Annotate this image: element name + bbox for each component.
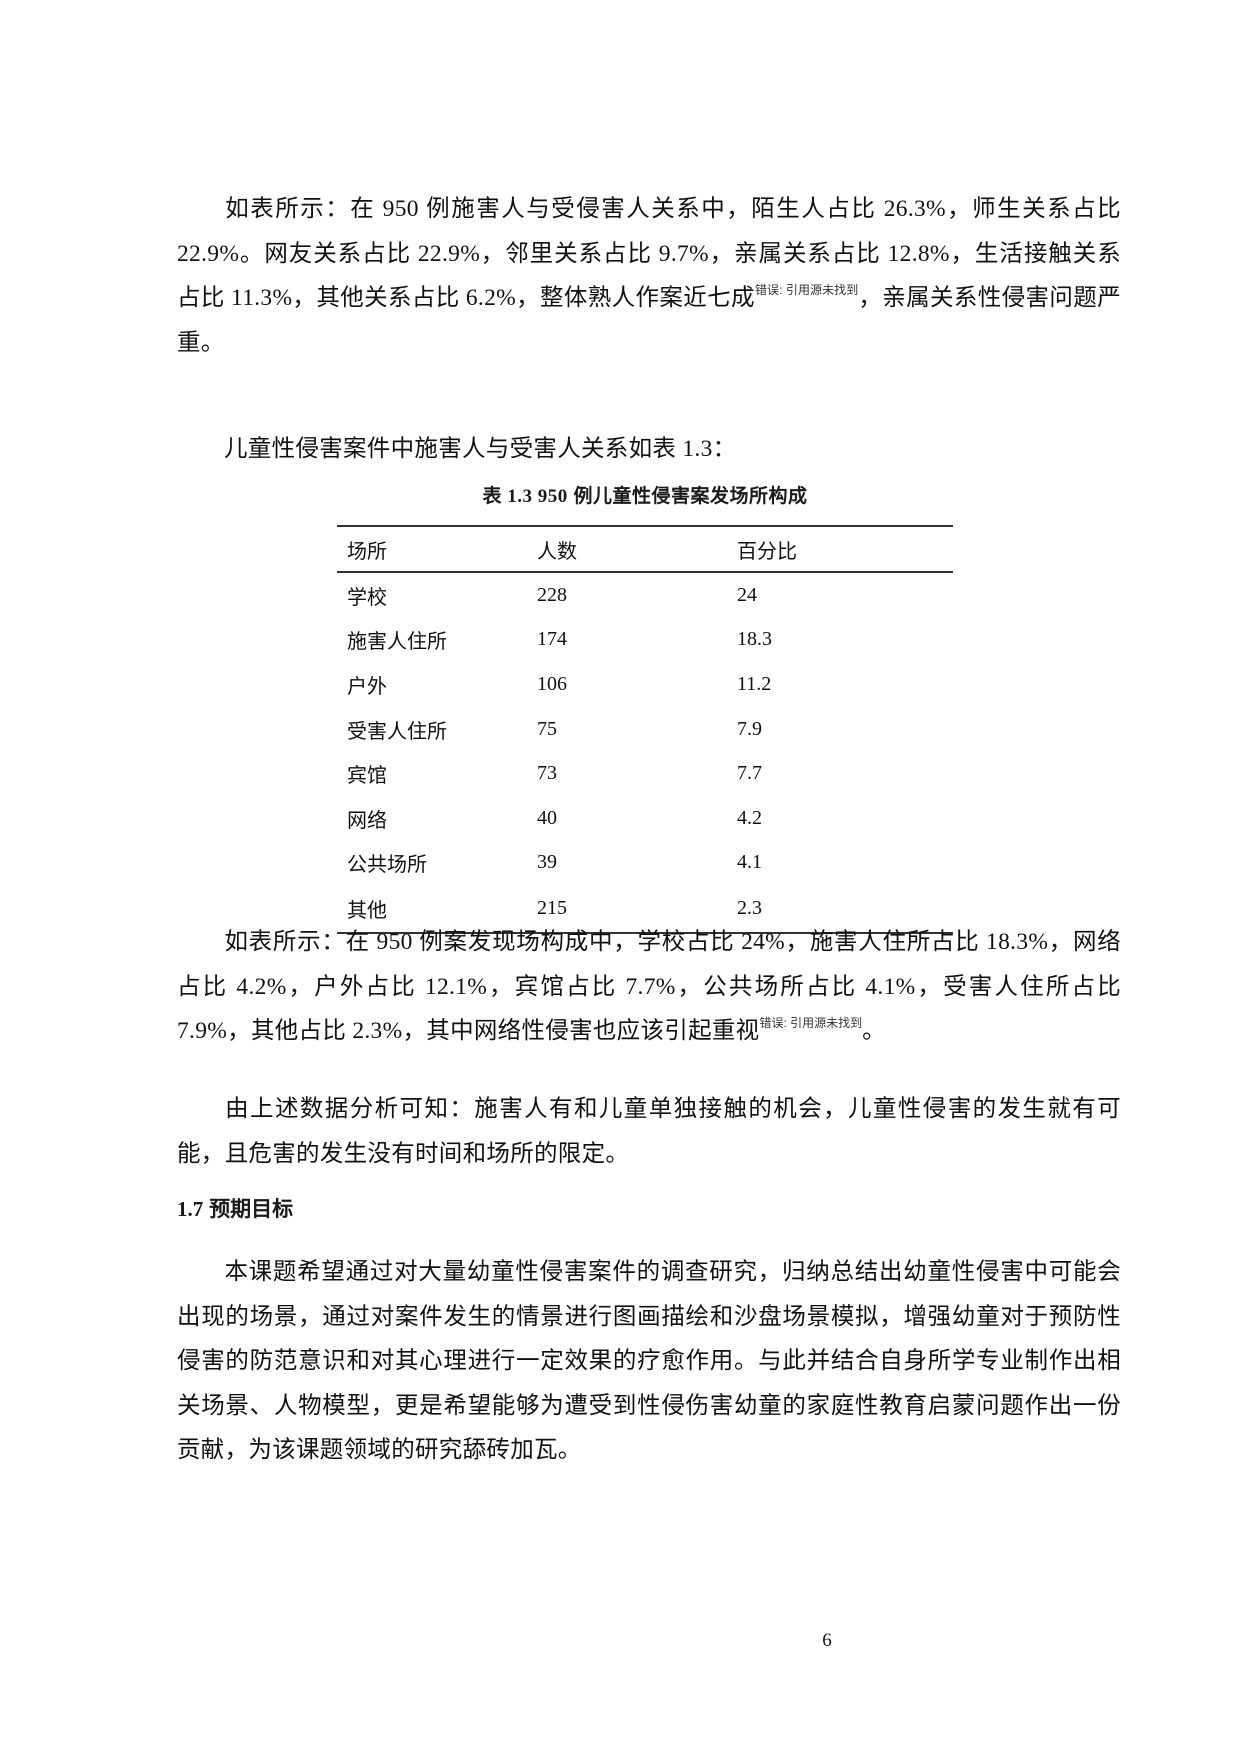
- header-percent: 百分比: [737, 525, 953, 573]
- cell-count: 215: [537, 885, 737, 935]
- paragraph-tail: ，亲属关系性侵害问题严重。: [177, 285, 1121, 356]
- page-number: 6: [822, 1630, 832, 1651]
- cell-percent: 7.9: [737, 717, 762, 740]
- cell-location: 宾馆: [347, 765, 387, 788]
- cell-percent: 4.2: [737, 806, 762, 829]
- paragraph-expected-goals: 本课题希望通过对大量幼童性侵害案件的调查研究，归纳总结出幼童性侵害中可能会出现的…: [177, 1250, 1121, 1473]
- paragraph-text: 如表所示：在 950 例案发现场构成中，学校占比 24%，施害人住所占比 18.…: [177, 929, 1121, 1044]
- paragraph-location-analysis: 如表所示：在 950 例案发现场构成中，学校占比 24%，施害人住所占比 18.…: [177, 920, 1121, 1054]
- cell-location: 受害人住所: [347, 720, 447, 743]
- cell-count: 75: [537, 717, 557, 740]
- cell-count: 40: [537, 806, 557, 829]
- cell-count: 174: [537, 628, 567, 651]
- paragraph-text: 如表所示：在 950 例施害人与受侵害人关系中，陌生人占比 26.3%，师生关系…: [177, 196, 1121, 311]
- cell-location: 公共场所: [347, 854, 427, 877]
- caption-prefix: 表 1.3 950: [482, 486, 568, 507]
- paragraph-text: 本课题希望通过对大量幼童性侵害案件的调查研究，归纳总结出幼童性侵害中可能会出现的…: [177, 1259, 1121, 1463]
- cell-location: 其他: [337, 885, 537, 935]
- table-row: 宾馆 73 7.7: [337, 751, 953, 796]
- header-location: 场所: [337, 525, 537, 573]
- cell-percent: 4.1: [737, 851, 762, 874]
- cell-count: 228: [537, 583, 567, 606]
- table-row: 公共场所 39 4.1: [337, 841, 953, 886]
- cell-percent: 7.7: [737, 762, 762, 785]
- table-row: 施害人住所 174 18.3: [337, 618, 953, 663]
- table-caption: 表 1.3 950 例儿童性侵害案发场所构成: [337, 482, 953, 512]
- cell-location: 施害人住所: [347, 631, 447, 654]
- locations-table-container: 场所 人数 百分比 学校 228 24 施害人住所 174 18.3 户外: [337, 525, 953, 935]
- table-row: 户外 106 11.2: [337, 662, 953, 707]
- citation-error-ref[interactable]: 错误: 引用源未找到: [759, 1016, 863, 1030]
- cell-percent: 18.3: [737, 628, 772, 651]
- section-title: 预期目标: [203, 1198, 294, 1221]
- cell-location: 学校: [347, 586, 387, 609]
- cell-count: 73: [537, 762, 557, 785]
- cell-count: 39: [537, 851, 557, 874]
- header-count: 人数: [537, 525, 737, 573]
- table-row: 网络 40 4.2: [337, 796, 953, 841]
- locations-table: 场所 人数 百分比 学校 228 24 施害人住所 174 18.3 户外: [337, 525, 953, 935]
- cell-location: 户外: [347, 675, 387, 698]
- section-heading: 1.7 预期目标: [177, 1193, 293, 1226]
- cell-location: 网络: [347, 809, 387, 832]
- paragraph-table-intro: 儿童性侵害案件中施害人与受害人关系如表 1.3：: [177, 427, 1121, 472]
- cell-percent: 2.3: [737, 885, 953, 935]
- paragraph-text: 儿童性侵害案件中施害人与受害人关系如表 1.3：: [224, 436, 737, 462]
- cell-percent: 11.2: [737, 672, 772, 695]
- paragraph-text: 由上述数据分析可知：施害人有和儿童单独接触的机会，儿童性侵害的发生就有可能，且危…: [177, 1096, 1121, 1167]
- caption-title: 例儿童性侵害案发场所构成: [567, 486, 808, 507]
- citation-error-ref[interactable]: 错误: 引用源未找到: [754, 283, 859, 297]
- section-number: 1.7: [177, 1197, 204, 1221]
- paragraph-tail: 。: [862, 1018, 886, 1044]
- cell-count: 106: [537, 672, 567, 695]
- table-row: 受害人住所 75 7.9: [337, 707, 953, 752]
- table-header-row: 场所 人数 百分比: [337, 525, 953, 573]
- table-row: 其他 215 2.3: [337, 885, 953, 935]
- paragraph-conclusion: 由上述数据分析可知：施害人有和儿童单独接触的机会，儿童性侵害的发生就有可能，且危…: [177, 1087, 1121, 1176]
- table-row: 学校 228 24: [337, 572, 953, 618]
- paragraph-relationship-analysis: 如表所示：在 950 例施害人与受侵害人关系中，陌生人占比 26.3%，师生关系…: [177, 187, 1121, 365]
- cell-percent: 24: [737, 583, 757, 606]
